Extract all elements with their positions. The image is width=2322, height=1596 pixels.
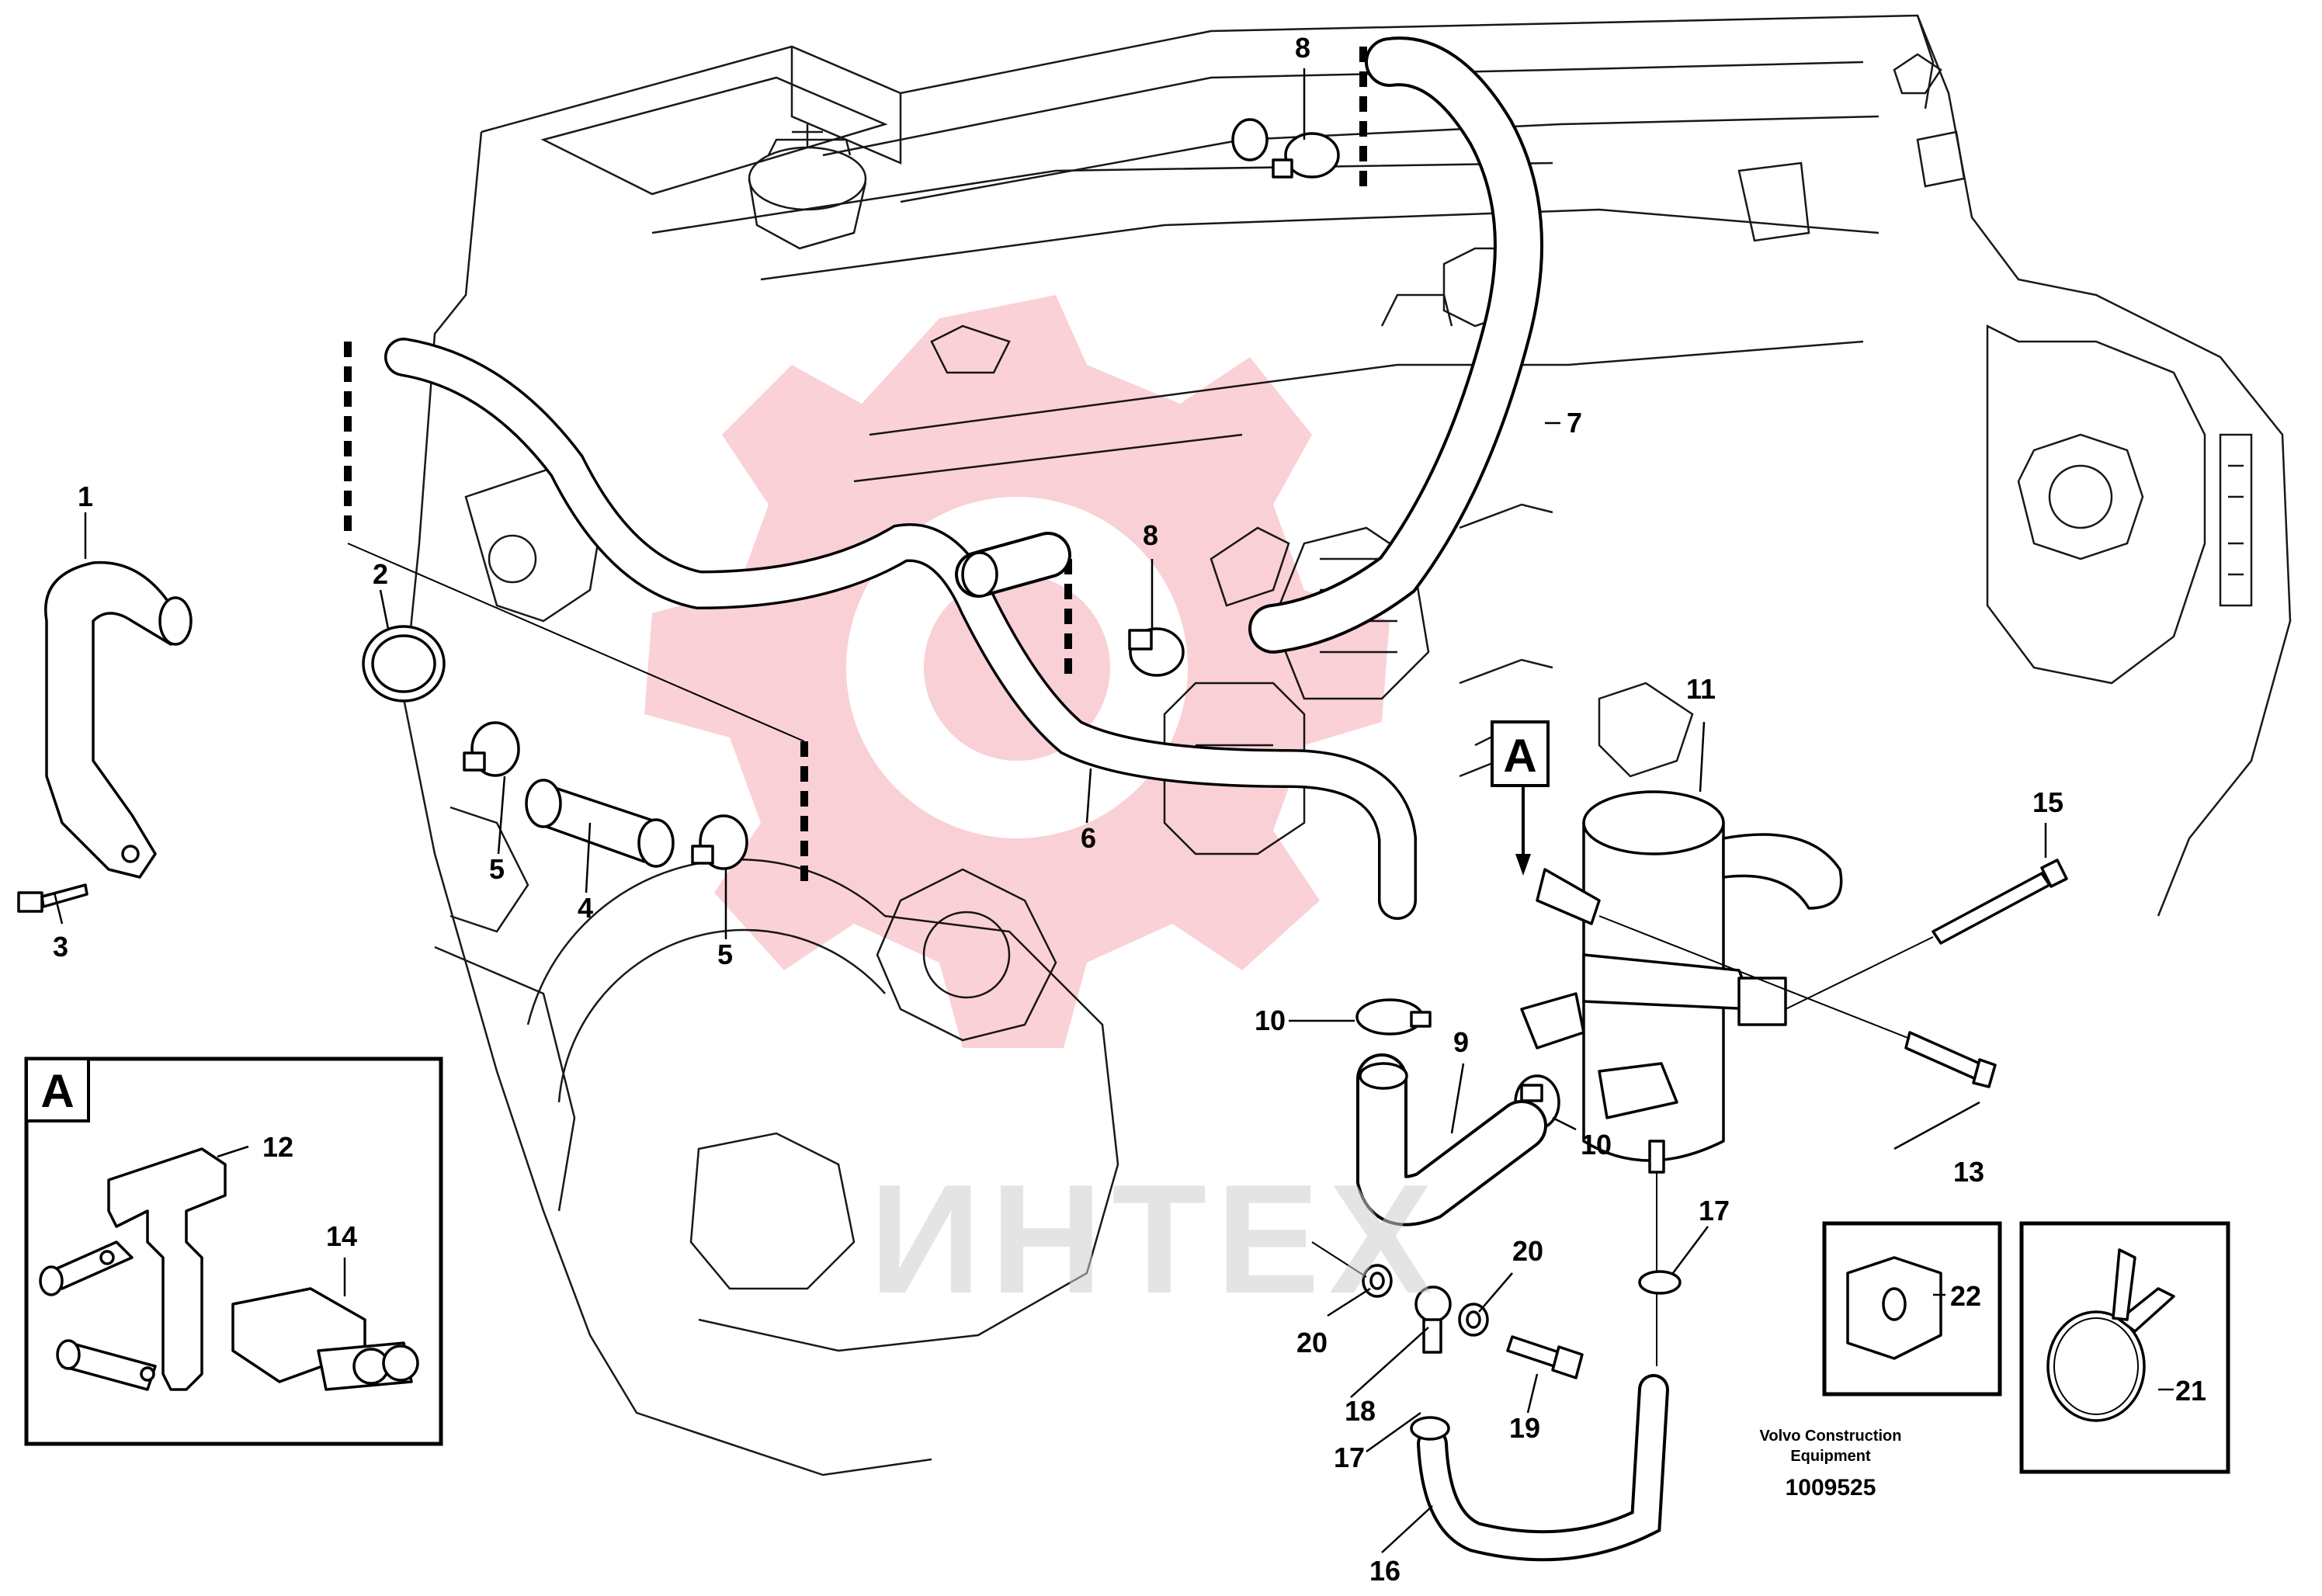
oil-separator-11 [1520,790,1843,1174]
part-label-8b: 8 [1143,519,1158,551]
part-label-22: 22 [1950,1280,1981,1312]
part-label-1: 1 [78,481,93,512]
bolt-3 [17,883,89,913]
clamp-5b [691,814,748,870]
callout-a: A [1491,720,1550,876]
part-label-3: 3 [53,931,68,963]
bolt-15 [1785,859,2068,1010]
brand-caption-line1: Volvo Construction [1760,1428,1902,1445]
bolt-13 [1598,915,1997,1088]
part-label-21: 21 [2175,1375,2206,1407]
elbow-pipe-1 [44,560,193,879]
clamp-8a [1231,118,1340,179]
washer-20b [1458,1303,1489,1337]
part-labels: 1 2 3 4 5 5 6 7 8 8 9 10 10 11 13 15 16 … [53,32,2063,1587]
part-label-5b: 5 [717,939,733,970]
hose-branch [955,532,1071,598]
box-22: 22 [1822,1221,2002,1396]
part-label-9: 9 [1453,1026,1469,1058]
clamp-8b [1128,627,1185,677]
part-label-19: 19 [1509,1412,1540,1444]
brand-caption-line2: Equipment [1790,1448,1871,1465]
part-label-14: 14 [326,1220,357,1252]
part-label-11: 11 [1686,673,1716,705]
small-clamp-17b [1410,1416,1450,1441]
inset-letter: A [40,1065,74,1117]
part-label-4: 4 [578,892,593,924]
part-label-2: 2 [373,558,388,590]
break-lines [344,47,1367,889]
part-label-13: 13 [1953,1156,1984,1188]
box-21: 21 [2019,1221,2230,1474]
part-label-10b: 10 [1581,1129,1612,1161]
o-ring-2 [362,625,446,703]
hose-6 [384,338,1417,920]
part-label-17a: 17 [1699,1195,1730,1226]
banjo-fitting-18 [1414,1285,1452,1354]
drain-hose-16 [1417,1172,1669,1562]
part-label-20b: 20 [1512,1235,1543,1267]
bracket-12 [39,1147,227,1391]
part-label-12: 12 [262,1131,293,1163]
clamp-5a [463,721,520,777]
callout-letter: A [1503,730,1536,782]
bolt-19 [1506,1335,1584,1379]
part-label-17b: 17 [1334,1442,1365,1473]
engine-outline [402,14,2292,1476]
part-label-6: 6 [1081,822,1096,854]
part-label-20a: 20 [1296,1327,1328,1358]
part-label-16: 16 [1369,1555,1400,1587]
elbow-hose-9 [1356,1053,1547,1226]
leader-lines [53,68,2047,1553]
small-clamp-17a [1638,1270,1682,1295]
inset-a: A 12 14 [24,1056,443,1446]
part-label-10a: 10 [1255,1004,1286,1036]
clamp-14 [231,1287,419,1391]
connector-hose-4 [525,779,675,868]
part-label-7: 7 [1567,407,1582,439]
part-label-15: 15 [2032,786,2063,818]
watermark-text: ИНТЕХ [869,1153,1442,1326]
clamp-10a [1355,998,1432,1036]
hose-7 [1248,36,1543,654]
part-label-18: 18 [1345,1395,1376,1427]
part-label-8a: 8 [1295,32,1310,64]
part-label-5a: 5 [489,853,505,885]
drawing-number: 1009525 [1786,1475,1876,1501]
